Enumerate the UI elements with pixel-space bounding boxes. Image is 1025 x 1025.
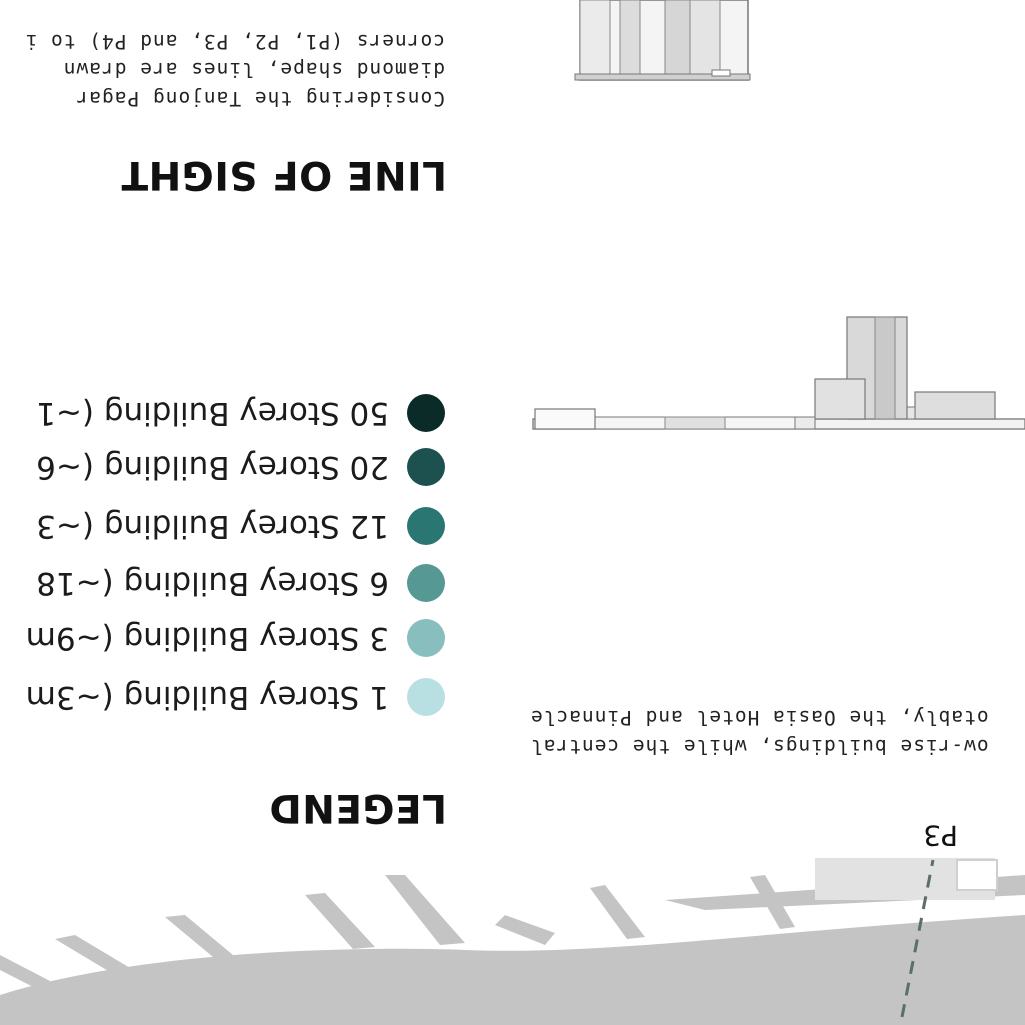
legend-label: 3 Storey Building (~9m — [25, 620, 389, 656]
line-of-sight-line: corners (P1, P2, P3, and P4) to i — [24, 30, 445, 53]
legend-swatch — [407, 507, 445, 545]
legend-label: 12 Storey Building (~3 — [36, 508, 389, 544]
legend-swatch — [407, 619, 445, 657]
building-elevation-top — [574, 0, 751, 81]
legend-item-12-storey: 12 Storey Building (~3 — [36, 506, 445, 546]
legend-label: 6 Storey Building (~18 — [36, 565, 389, 601]
legend-label: 1 Storey Building (~3m — [25, 679, 389, 715]
description-line: ow-rise buildings, while the central — [530, 735, 989, 758]
building-elevation-middle — [532, 316, 1025, 430]
legend-swatch — [407, 394, 445, 432]
legend-item-20-storey: 20 Storey Building (~6 — [36, 447, 445, 487]
line-of-sight-line: diamond shape, lines are drawn — [62, 58, 445, 82]
legend-heading: LEGEND — [268, 785, 447, 830]
legend-item-3-storey: 3 Storey Building (~9m — [26, 618, 445, 658]
legend-item-1-storey: 1 Storey Building (~3m — [26, 677, 445, 717]
line-of-sight-heading: LINE OF SIGHT — [121, 152, 447, 197]
site-map — [0, 858, 1025, 1025]
description-line: otably, the Oasia Hotel and Pinnacle — [530, 706, 989, 730]
map-marker-p3: P3 — [923, 819, 958, 852]
description-text: ow-rise buildings, while the central ota… — [530, 703, 989, 760]
legend-swatch — [407, 678, 445, 716]
legend-swatch — [407, 564, 445, 602]
line-of-sight-line: Considering the Tanjong Pagar — [75, 87, 445, 110]
legend-label: 20 Storey Building (~6 — [36, 449, 389, 485]
legend-item-50-storey: 50 Storey Building (~1 — [36, 393, 445, 433]
line-of-sight-text: Considering the Tanjong Pagar diamond sh… — [25, 27, 445, 113]
legend-swatch — [407, 448, 445, 486]
legend-item-6-storey: 6 Storey Building (~18 — [36, 563, 445, 603]
legend-label: 50 Storey Building (~1 — [36, 395, 389, 431]
